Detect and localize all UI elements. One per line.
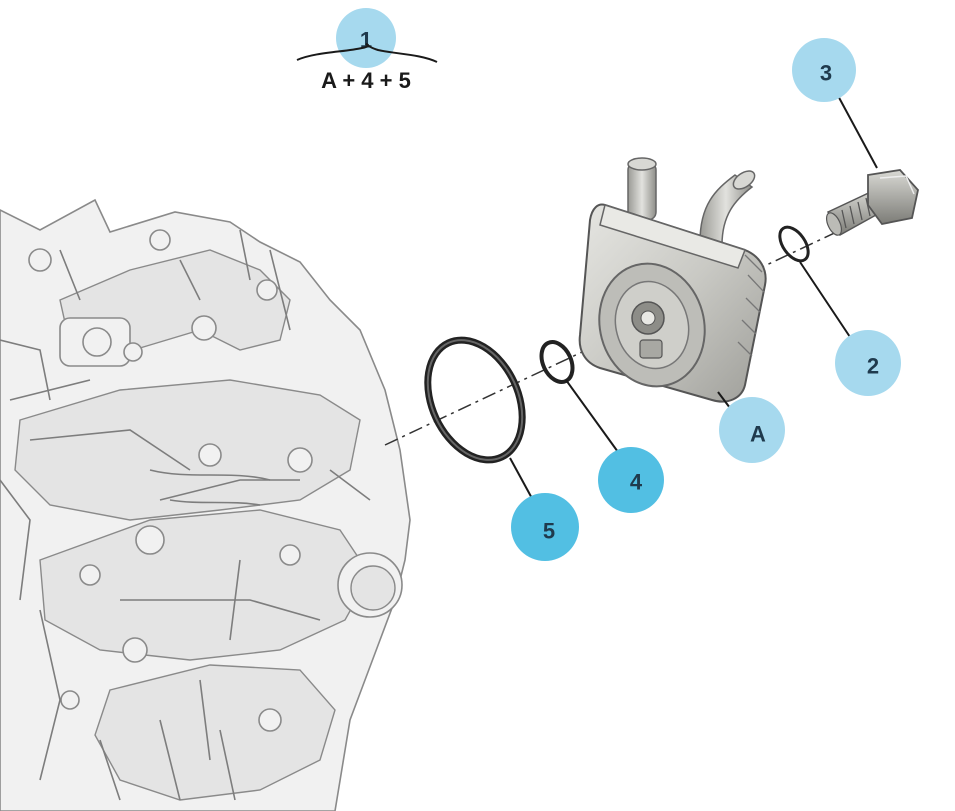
callout-label-4: 4 bbox=[630, 470, 643, 495]
callout-bubble-1 bbox=[336, 8, 396, 68]
callout-A: A bbox=[719, 397, 785, 463]
formula-text: A + 4 + 5 bbox=[321, 68, 411, 93]
callout-3: 3 bbox=[792, 38, 856, 102]
callout-4: 4 bbox=[598, 447, 664, 513]
large-o-ring-drawing bbox=[424, 336, 526, 464]
callout-2: 2 bbox=[835, 330, 901, 396]
banjo-bolt-drawing bbox=[825, 169, 919, 237]
callout-bubble-2 bbox=[835, 330, 901, 396]
gearbox-housing-drawing bbox=[0, 198, 411, 811]
small-o-ring-drawing bbox=[539, 340, 575, 384]
seal-ring-drawing bbox=[778, 225, 810, 263]
leader-line-4 bbox=[565, 379, 619, 453]
leader-line-3 bbox=[835, 91, 878, 169]
formula-callout: 1 A + 4 + 5 bbox=[296, 8, 438, 93]
callout-bubble-A bbox=[719, 397, 785, 463]
leader-line-2 bbox=[799, 261, 853, 341]
leader-line-5 bbox=[509, 457, 535, 503]
callout-bubble-5 bbox=[511, 493, 579, 561]
oil-cooler-drawing bbox=[578, 157, 767, 403]
callout-label-3: 3 bbox=[820, 61, 832, 86]
formula-brace bbox=[296, 43, 438, 63]
callout-label-5: 5 bbox=[543, 519, 555, 544]
callout-5: 5 bbox=[511, 493, 579, 561]
callout-bubble-3 bbox=[792, 38, 856, 102]
callout-label-2: 2 bbox=[867, 354, 879, 379]
callout-label-A: A bbox=[750, 422, 766, 447]
callout-bubble-4 bbox=[598, 447, 664, 513]
